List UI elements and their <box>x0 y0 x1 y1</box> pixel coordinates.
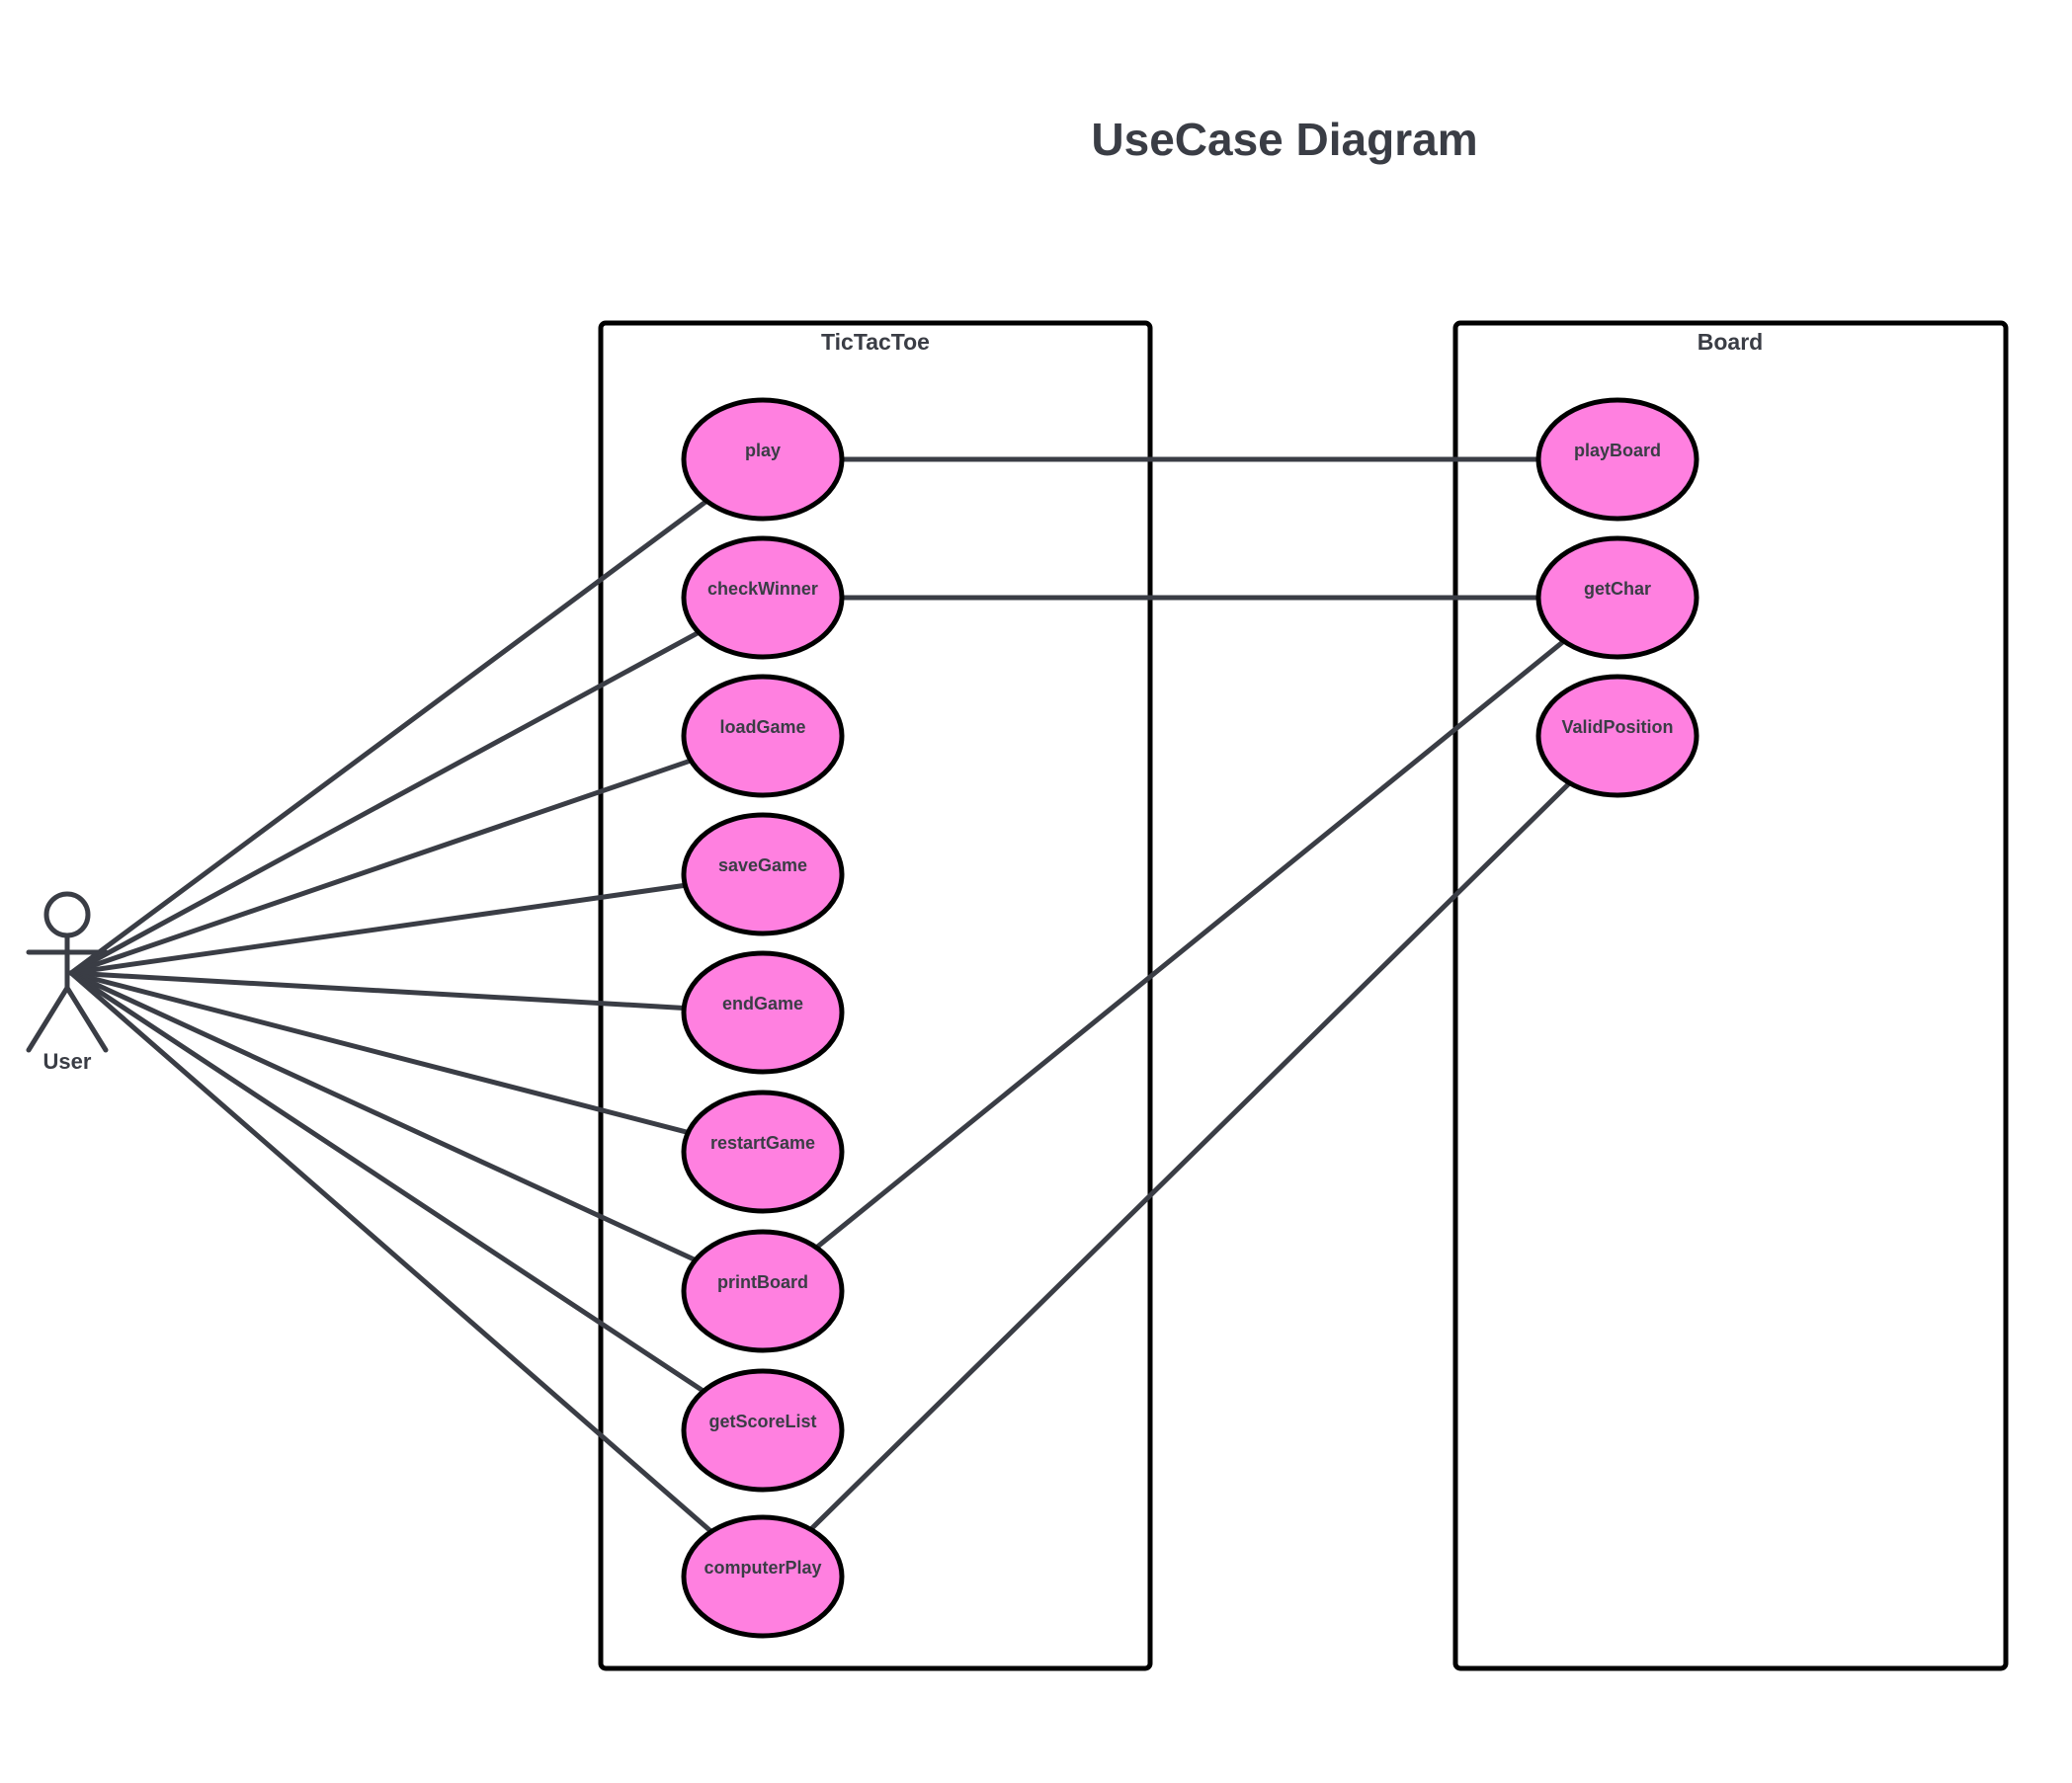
usecases: play checkWinner loadGame saveGame endGame re… <box>681 397 1699 1639</box>
usecase-getChar[interactable]: getChar <box>1535 535 1699 660</box>
usecase-computerPlay[interactable]: computerPlay <box>681 1514 845 1639</box>
usecase-label: playBoard <box>1574 441 1661 460</box>
actor-label: User <box>43 1049 92 1074</box>
usecase-ellipse <box>681 674 845 798</box>
usecase-ellipse <box>681 535 845 660</box>
usecase-label: loadGame <box>719 717 805 737</box>
usecase-play[interactable]: play <box>681 397 845 522</box>
usecase-restartGame[interactable]: restartGame <box>681 1090 845 1214</box>
diagram-title: UseCase Diagram <box>1091 114 1477 165</box>
association-User-checkWinner <box>68 629 702 976</box>
usecase-ellipse <box>681 950 845 1075</box>
usecase-label: endGame <box>722 994 803 1013</box>
usecase-label: play <box>745 441 781 460</box>
usecase-getScoreList[interactable]: getScoreList <box>681 1368 845 1493</box>
boundary-label-tictactoe: TicTacToe <box>821 329 930 355</box>
usecase-printBoard[interactable]: printBoard <box>681 1229 845 1353</box>
association-User-computerPlay <box>68 970 714 1534</box>
association-User-saveGame <box>68 882 688 976</box>
usecase-label: getChar <box>1584 579 1651 599</box>
association-User-restartGame <box>68 970 691 1135</box>
association-User-play <box>68 498 709 976</box>
association-User-getScoreList <box>68 970 706 1394</box>
usecase-label: ValidPosition <box>1561 717 1673 737</box>
association-User-endGame <box>68 970 687 1011</box>
association-computerPlay-ValidPosition <box>808 780 1572 1532</box>
boundary-tictactoe[interactable]: TicTacToe <box>598 320 1153 1671</box>
usecase-playBoard[interactable]: playBoard <box>1535 397 1699 522</box>
usecase-ellipse <box>1535 397 1699 522</box>
usecase-ellipse <box>1535 674 1699 798</box>
boundary-label-board: Board <box>1698 329 1763 355</box>
association-User-loadGame <box>68 758 694 976</box>
usecase-label: saveGame <box>718 855 807 875</box>
association-User-printBoard <box>68 970 699 1263</box>
usecase-checkWinner[interactable]: checkWinner <box>681 535 845 660</box>
actor-user[interactable]: User <box>26 891 109 1074</box>
usecase-endGame[interactable]: endGame <box>681 950 845 1075</box>
usecase-label: restartGame <box>710 1133 815 1153</box>
usecase-ellipse <box>681 397 845 522</box>
usecase-ellipse <box>681 812 845 936</box>
usecase-ellipse <box>1535 535 1699 660</box>
association-printBoard-getChar <box>813 638 1567 1251</box>
usecase-label: getScoreList <box>708 1412 816 1431</box>
association-lines <box>68 456 1572 1534</box>
usecase-saveGame[interactable]: saveGame <box>681 812 845 936</box>
usecase-ellipse <box>681 1090 845 1214</box>
usecase-label: checkWinner <box>707 579 818 599</box>
usecase-ellipse <box>681 1229 845 1353</box>
usecase-ellipse <box>681 1514 845 1639</box>
usecase-loadGame[interactable]: loadGame <box>681 674 845 798</box>
usecase-ellipse <box>681 1368 845 1493</box>
stick-figure-icon <box>26 891 109 1053</box>
boundary-board[interactable]: Board <box>1452 320 2009 1671</box>
usecase-ValidPosition[interactable]: ValidPosition <box>1535 674 1699 798</box>
usecase-label: computerPlay <box>704 1558 821 1578</box>
usecase-label: printBoard <box>717 1272 808 1292</box>
